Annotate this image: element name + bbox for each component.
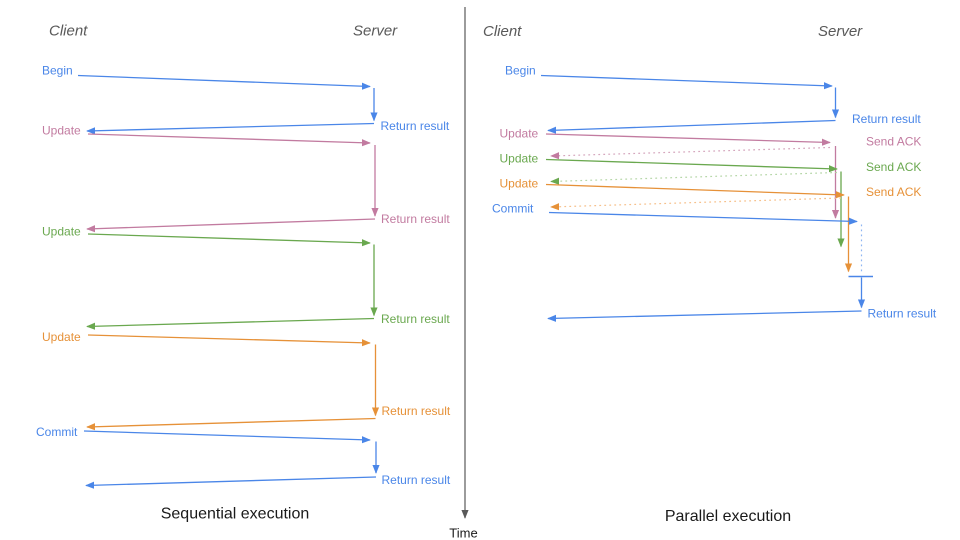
seq-commit-response-arrow xyxy=(85,476,377,489)
par-commit-request-label: Commit xyxy=(492,202,534,216)
par-update1-request-label: Update xyxy=(500,127,539,141)
seq-update2-response-label: Return result xyxy=(381,312,450,326)
par-begin-request-label: Begin xyxy=(505,64,536,78)
seq-update3-request-label: Update xyxy=(42,330,81,344)
seq-update3-response-label: Return result xyxy=(382,404,451,418)
seq-begin-request-arrow xyxy=(77,74,371,90)
par-update2-request-arrow xyxy=(545,158,838,173)
par-update1-request-arrow xyxy=(545,133,831,146)
time-axis: Time xyxy=(449,7,478,540)
par-step-update-3: Update Send ACK xyxy=(500,177,921,273)
seq-update1-response-arrow xyxy=(86,218,376,233)
seq-update1-request-arrow xyxy=(87,133,371,147)
par-commit-request-arrow xyxy=(548,211,858,225)
seq-update3-request-arrow xyxy=(87,334,371,347)
par-begin-request-arrow xyxy=(540,74,833,90)
par-step-begin: Begin Return result xyxy=(505,64,921,134)
seq-server-header: Server xyxy=(353,23,398,40)
seq-update1-request-label: Update xyxy=(42,124,81,138)
seq-step-commit: Commit Return result xyxy=(36,425,451,489)
par-begin-response-label: Return result xyxy=(852,112,921,126)
par-update2-ack-arrow xyxy=(550,171,838,185)
parallel-caption: Parallel execution xyxy=(665,508,791,525)
seq-update2-request-label: Update xyxy=(42,225,81,239)
par-update2-ack-label: Send ACK xyxy=(866,160,921,174)
seq-commit-request-label: Commit xyxy=(36,425,78,439)
seq-commit-request-arrow xyxy=(83,430,371,444)
par-client-header: Client xyxy=(483,23,522,40)
seq-update1-response-label: Return result xyxy=(381,212,450,226)
seq-commit-response-label: Return result xyxy=(382,473,451,487)
parallel-panel: Client Server Begin Return result Update… xyxy=(483,23,937,525)
par-step-commit: Commit Return result xyxy=(492,202,937,322)
seq-update3-response-arrow xyxy=(86,417,376,431)
seq-step-update-3: Update Return result xyxy=(42,330,451,431)
par-update3-ack-arrow xyxy=(550,197,842,211)
seq-update2-request-arrow xyxy=(87,233,371,247)
par-update3-request-label: Update xyxy=(500,177,539,191)
seq-begin-request-label: Begin xyxy=(42,64,73,78)
par-update2-request-label: Update xyxy=(500,152,539,166)
par-update1-ack-arrow xyxy=(550,146,831,160)
time-axis-label: Time xyxy=(449,526,477,540)
par-server-header: Server xyxy=(818,23,863,40)
par-step-update-2: Update Send ACK xyxy=(500,152,921,248)
seq-begin-response-label: Return result xyxy=(381,119,450,133)
par-begin-response-arrow xyxy=(547,119,836,134)
sequential-panel: Client Server Begin Return result Update… xyxy=(36,23,451,523)
par-update1-ack-label: Send ACK xyxy=(866,135,921,149)
par-commit-response-arrow xyxy=(547,310,862,322)
par-update3-request-arrow xyxy=(545,183,845,199)
par-update3-ack-label: Send ACK xyxy=(866,185,921,199)
seq-update2-response-arrow xyxy=(86,317,375,330)
par-commit-response-label: Return result xyxy=(868,307,937,321)
seq-step-update-2: Update Return result xyxy=(42,225,450,330)
sequential-caption: Sequential execution xyxy=(161,506,310,523)
seq-step-update-1: Update Return result xyxy=(42,124,450,233)
par-step-update-1: Update Send ACK xyxy=(500,127,921,219)
seq-client-header: Client xyxy=(49,23,88,40)
seq-begin-response-arrow xyxy=(86,122,375,135)
seq-step-begin: Begin Return result xyxy=(42,64,450,135)
